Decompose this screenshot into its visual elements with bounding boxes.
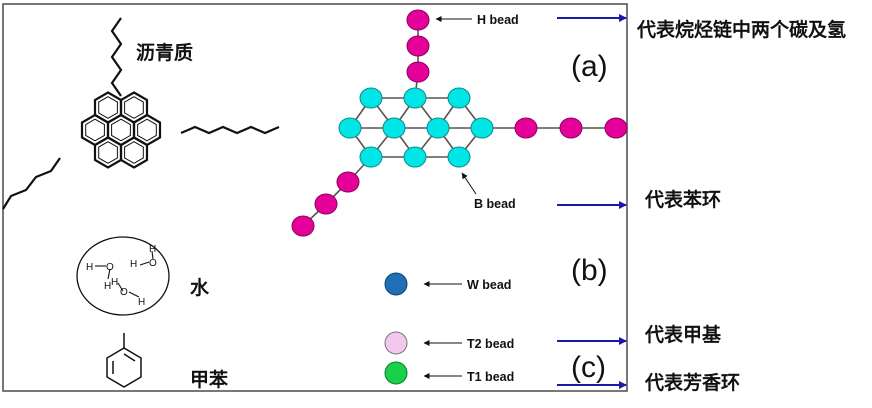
h-bead: [406, 9, 430, 31]
toluene-structure: [106, 333, 142, 388]
water-oxygen: O: [106, 262, 114, 273]
b-bead: [382, 117, 406, 139]
h-bead: [604, 117, 628, 139]
bead-model: [291, 9, 628, 237]
aromatic-ring-inner: [137, 118, 157, 142]
water-hydrogen: H: [111, 277, 118, 288]
water-atoms: H O H H O H H O H: [86, 244, 157, 308]
water-hydrogen: H: [138, 297, 145, 308]
aromatic-ring-inner: [111, 118, 131, 142]
h-bead: [314, 193, 338, 215]
asphaltene-right-alkyl-chain: [180, 125, 280, 135]
h-bead: [559, 117, 583, 139]
h-bead: [406, 35, 430, 57]
water-oxygen: O: [120, 287, 128, 298]
t2-bead-meaning: 代表甲基: [644, 323, 722, 346]
panel-label-a: (a): [571, 50, 608, 83]
asphaltene-top-alkyl-chain: [110, 17, 123, 97]
t1-bead-meaning: 代表芳香环: [644, 371, 740, 394]
b-bead: [470, 117, 494, 139]
water-circle: [76, 236, 170, 316]
asphaltene-left-alkyl-chain: [2, 157, 61, 210]
toluene-label: 甲苯: [190, 368, 228, 391]
b-bead: [403, 146, 427, 168]
water-hydrogen: H: [86, 262, 93, 273]
b-bead: [403, 87, 427, 109]
water-label: 水: [190, 277, 210, 299]
b-bead: [359, 87, 383, 109]
aromatic-ring-inner: [98, 96, 118, 119]
aromatic-ring-inner: [85, 118, 105, 142]
water-hydrogen: H: [149, 244, 156, 255]
aromatic-ring: [93, 91, 123, 124]
t1-bead-label: T1 bead: [467, 370, 514, 384]
w-bead-label: W bead: [467, 278, 511, 292]
panel-label-b: (b): [571, 254, 608, 287]
b-bead: [338, 117, 362, 139]
b-bead-label: B bead: [474, 197, 516, 211]
aromatic-ring-inner: [124, 96, 144, 119]
t1-bead: [384, 361, 408, 385]
t2-bead: [384, 331, 408, 355]
asphaltene-label: 沥青质: [136, 42, 193, 64]
h-bead: [336, 171, 360, 193]
h-bead: [406, 61, 430, 83]
diagram-frame: [2, 3, 628, 392]
h-bead-meaning: 代表烷烃链中两个碳及氢: [636, 18, 846, 41]
b-bead: [426, 117, 450, 139]
water-hydrogen: H: [104, 281, 111, 292]
water-oxygen: O: [149, 258, 157, 269]
water-hydrogen: H: [130, 259, 137, 270]
w-bead: [384, 272, 408, 296]
aromatic-ring-inner: [98, 141, 118, 164]
b-bead: [359, 146, 383, 168]
h-bead-label: H bead: [477, 13, 519, 27]
b-bead: [447, 87, 471, 109]
panel-label-c: (c): [571, 351, 606, 384]
t2-bead-label: T2 bead: [467, 337, 514, 351]
b-bead-meaning: 代表苯环: [644, 188, 721, 211]
asphaltene-structure: [2, 17, 280, 210]
h-bead: [291, 215, 315, 237]
aromatic-ring: [93, 136, 123, 169]
b-bead: [447, 146, 471, 168]
b-bead-pointer: [461, 172, 477, 195]
h-bead: [514, 117, 538, 139]
aromatic-ring-inner: [124, 141, 144, 164]
water-molecules: [95, 250, 154, 298]
